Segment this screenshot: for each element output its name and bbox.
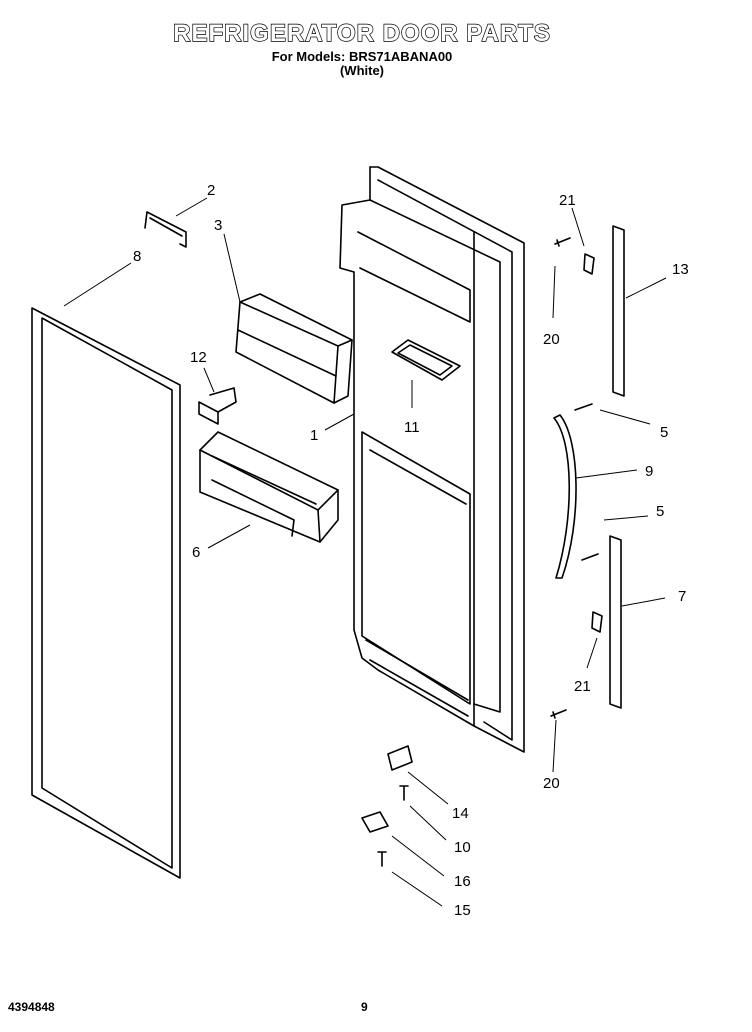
part-15-screw xyxy=(377,851,387,867)
part-10-screw xyxy=(399,785,409,801)
callout-21-bottom: 21 xyxy=(574,678,591,695)
callout-21-top: 21 xyxy=(559,192,576,209)
callout-12: 12 xyxy=(190,349,207,366)
callout-9: 9 xyxy=(645,463,653,480)
callout-8: 8 xyxy=(133,248,141,265)
callout-11: 11 xyxy=(404,419,420,436)
callout-5-top: 5 xyxy=(660,424,668,441)
page-number: 9 xyxy=(361,1000,368,1014)
part-13-trim xyxy=(612,225,625,397)
part-6-door-bin xyxy=(199,431,339,543)
part-2-bracket xyxy=(144,211,187,248)
callout-20-bottom: 20 xyxy=(543,775,560,792)
part-11-shelf xyxy=(391,339,461,381)
model-line: For Models: BRS71ABANA00 xyxy=(271,49,453,64)
callout-14: 14 xyxy=(452,805,469,822)
part-9-handle xyxy=(553,414,577,579)
callout-15: 15 xyxy=(454,902,471,919)
callout-10: 10 xyxy=(454,839,471,856)
callout-1: 1 xyxy=(310,427,318,444)
color-line: (White) xyxy=(339,63,385,78)
callout-2: 2 xyxy=(207,182,215,199)
leader-lines xyxy=(63,197,667,907)
callout-16: 16 xyxy=(454,873,471,890)
part-1-door-assembly xyxy=(339,166,525,753)
part-12-clip xyxy=(198,387,237,425)
part-7-trim xyxy=(609,535,622,709)
callout-7: 7 xyxy=(678,588,686,605)
callout-numbers: 2 8 3 12 6 1 11 21 13 20 5 9 5 7 21 20 1… xyxy=(133,182,689,919)
part-14-hinge xyxy=(387,745,413,771)
screws xyxy=(550,237,599,719)
callout-5-bottom: 5 xyxy=(656,503,664,520)
callout-6: 6 xyxy=(192,544,200,561)
part-16-bracket xyxy=(361,811,389,833)
part-21-clips xyxy=(583,253,603,633)
part-3-dairy-door xyxy=(235,293,353,404)
part-8-gasket xyxy=(31,307,181,879)
callout-20-top: 20 xyxy=(543,331,560,348)
callout-3: 3 xyxy=(214,217,222,234)
page-title: REFRIGERATOR DOOR PARTS xyxy=(172,19,551,47)
callout-13: 13 xyxy=(672,261,689,278)
doc-number: 4394848 xyxy=(8,1000,55,1014)
